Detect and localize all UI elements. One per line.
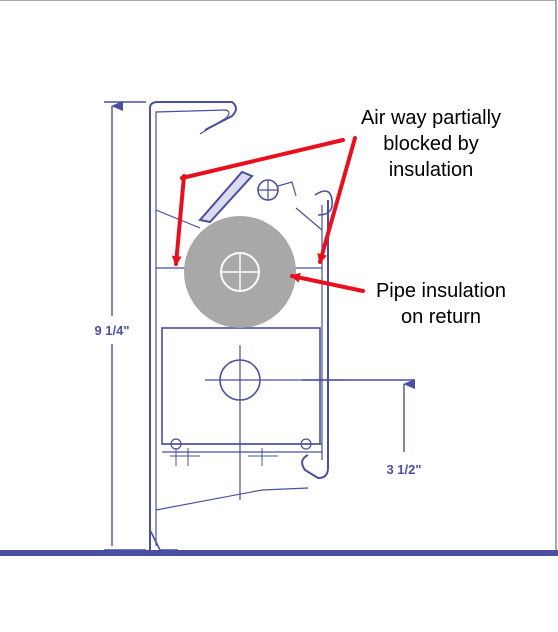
pipe-note-line-2: on return (401, 306, 481, 328)
airway-arrow-left-shaft (171, 174, 186, 266)
back-foot (149, 529, 178, 551)
airway-note-line-2: blocked by (383, 133, 479, 155)
airway-arrow-right (317, 136, 357, 264)
floor-line (0, 550, 558, 556)
element-box (161, 327, 321, 445)
damper-flap (198, 170, 254, 224)
height-dimension-label: 9 1/4" (94, 323, 129, 338)
pipe-height-dimension-label: 3 1/2" (386, 462, 421, 477)
front-hook (314, 190, 334, 216)
airway-note-line-1: Air way partially (361, 107, 501, 129)
back-panel (149, 101, 237, 550)
airway-arrows (171, 136, 357, 266)
heater-unit (149, 101, 345, 551)
pipe-note-line-1: Pipe insulation (376, 280, 506, 302)
damper-linkage (277, 181, 297, 197)
bottom-rail (162, 443, 322, 453)
deflector-right (295, 207, 323, 231)
height-dimension (104, 101, 146, 551)
bottom-tray (155, 487, 309, 511)
deflector-left (155, 209, 201, 229)
back-panel-inner (155, 109, 230, 546)
pipe-height-dimension (302, 379, 415, 452)
fastener-right (300, 438, 312, 450)
damper-knob-cross (258, 180, 278, 200)
return-pipe-cross (221, 253, 259, 291)
fastener-ticks (170, 448, 278, 466)
airway-arrow-connector (180, 138, 345, 180)
front-cover (301, 200, 329, 480)
airway-note-line-3: insulation (389, 159, 474, 181)
pipe-arrow (290, 272, 365, 293)
frame-border (0, 0, 557, 556)
